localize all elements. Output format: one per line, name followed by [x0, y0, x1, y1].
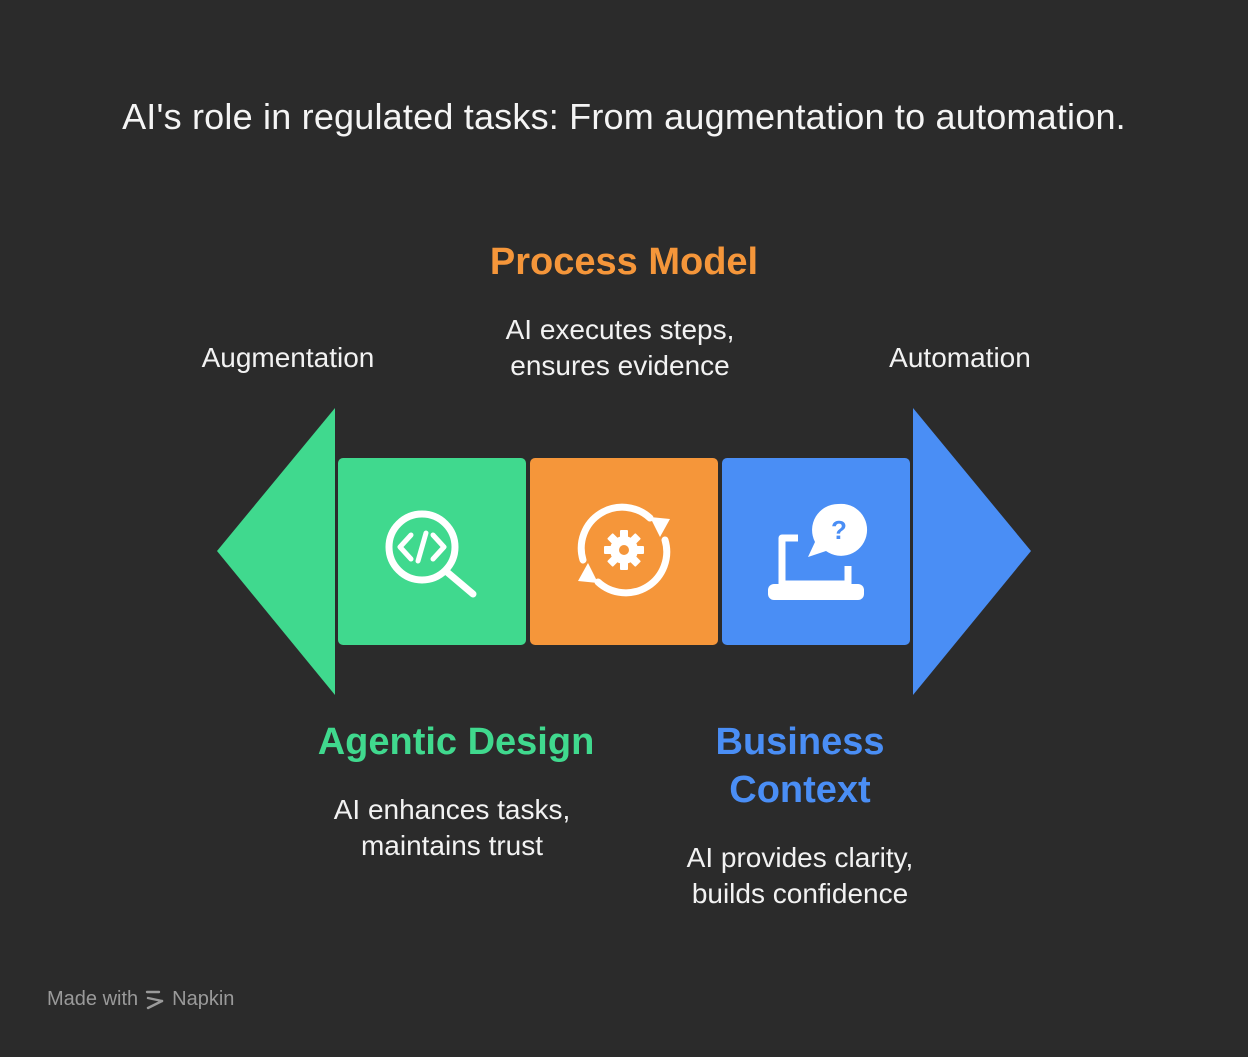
- svg-text:?: ?: [831, 515, 847, 545]
- process-model-description: AI executes steps, ensures evidence: [420, 312, 820, 384]
- code-search-icon: [385, 510, 477, 598]
- business-context-description: AI provides clarity, builds confidence: [600, 840, 1000, 912]
- made-with-label: Made with: [47, 988, 139, 1010]
- augmentation-label: Augmentation: [201, 342, 375, 373]
- gear-cycle-icon: [577, 503, 671, 597]
- agentic-design-description-line: maintains trust: [360, 830, 544, 861]
- agentic-design-description-line: AI enhances tasks,: [333, 794, 571, 825]
- business-context-description-line: builds confidence: [691, 878, 909, 909]
- right-arrow-head: [913, 408, 1031, 695]
- left-arrow-head: [217, 408, 335, 695]
- automation-label: Automation: [889, 342, 1031, 373]
- process-model-description-line: AI executes steps,: [505, 314, 735, 345]
- page-title: AI's role in regulated tasks: From augme…: [122, 96, 1126, 137]
- business-context-heading-line: Business: [715, 721, 885, 763]
- agentic-design-box: [338, 458, 526, 645]
- laptop-question-icon: ?: [768, 503, 868, 600]
- business-context-heading: Business Context: [600, 718, 1000, 814]
- agentic-design-description: AI enhances tasks, maintains trust: [252, 792, 652, 864]
- agentic-design-heading: Agentic Design: [317, 721, 595, 763]
- process-model-description-line: ensures evidence: [510, 350, 730, 381]
- business-context-heading-line: Context: [729, 769, 871, 811]
- napkin-attribution[interactable]: Made with Napkin: [47, 988, 234, 1011]
- napkin-brand-label: Napkin: [172, 988, 235, 1010]
- process-model-heading: Process Model: [489, 241, 759, 283]
- business-context-description-line: AI provides clarity,: [686, 842, 914, 873]
- napkin-logo-icon: [145, 990, 164, 1009]
